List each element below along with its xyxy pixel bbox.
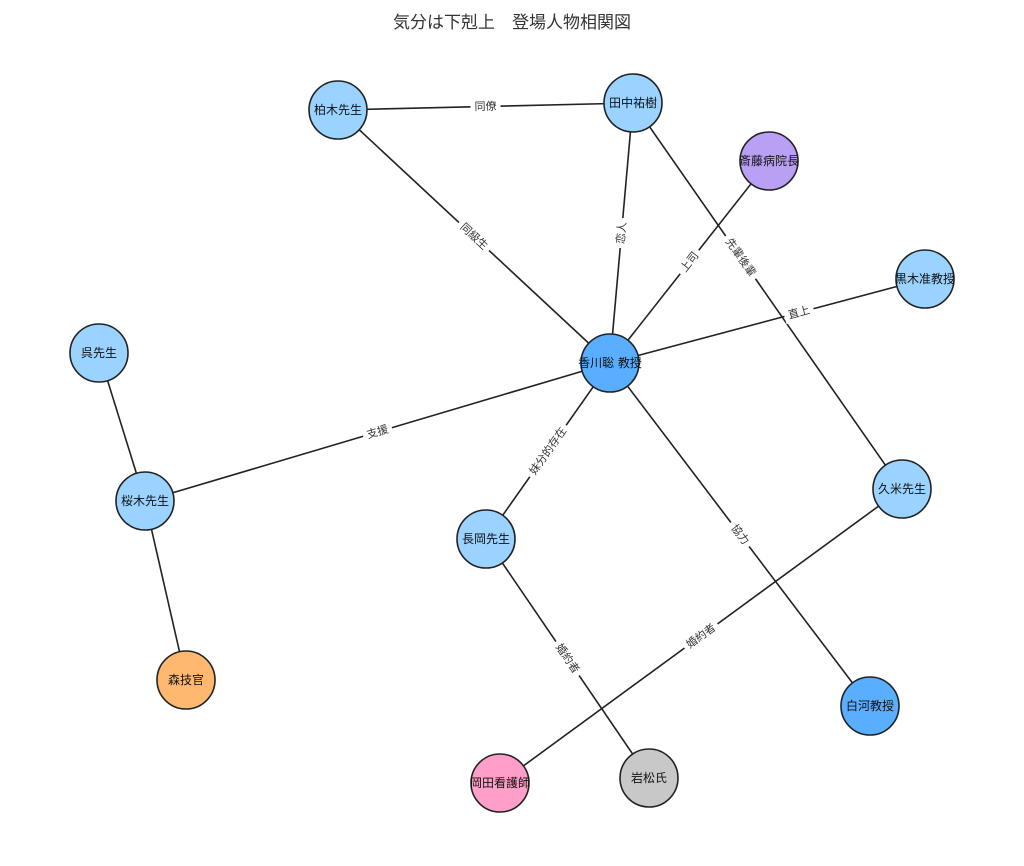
diagram-title: 気分は下剋上 登場人物相関図	[393, 13, 631, 33]
node-label: 斎藤病院長	[739, 153, 799, 168]
edge-label-background	[549, 637, 586, 680]
edge-label-background	[679, 617, 723, 655]
node-sakuragi[interactable]: 桜木先生	[115, 471, 175, 531]
node-iwamatsu[interactable]: 岩松氏	[619, 748, 679, 808]
node-circle[interactable]	[115, 471, 175, 531]
node-label: 香川聡 教授	[578, 355, 642, 370]
edge-label-text: 婚約者	[553, 641, 583, 676]
edge-label: 直上	[782, 301, 816, 325]
edge-label-text: 直上	[786, 303, 811, 322]
edge-label-background	[673, 245, 706, 279]
node-label: 森技官	[168, 672, 204, 687]
node-circle[interactable]	[456, 509, 516, 569]
node-circle[interactable]	[872, 459, 932, 519]
edge-label-background	[523, 420, 573, 482]
node-kashiwagi[interactable]: 柏木先生	[308, 80, 368, 140]
edge-label: 同僚	[470, 98, 501, 115]
node-label: 久米先生	[878, 482, 926, 496]
edge-label-background	[360, 420, 395, 444]
edge-label-text: 先輩後輩	[723, 235, 760, 279]
edge-label-background	[719, 231, 763, 284]
edge-label: 婚約者	[549, 637, 586, 680]
node-kume[interactable]: 久米先生	[872, 459, 932, 519]
edge-label: 婚約者	[679, 617, 723, 655]
node-circle[interactable]	[603, 73, 663, 133]
edges-layer	[98, 102, 926, 784]
node-label: 白河教授	[846, 698, 894, 713]
node-label: 呉先生	[81, 346, 117, 360]
edge-label-background	[470, 98, 501, 115]
node-kure[interactable]: 呉先生	[69, 323, 129, 383]
node-circle[interactable]	[69, 323, 129, 383]
edge-label: 支援	[360, 420, 395, 444]
edge-label-text: 支援	[365, 422, 390, 442]
edge-label: 同級生	[453, 216, 495, 257]
node-label: 岡田看護師	[470, 775, 530, 790]
node-label: 桜木先生	[121, 494, 169, 508]
edge-label-text: 同僚	[474, 100, 496, 114]
node-mori[interactable]: 森技官	[156, 650, 216, 710]
edge-label-text: 妹分的存在	[526, 424, 569, 477]
node-circle[interactable]	[156, 650, 216, 710]
node-circle[interactable]	[308, 80, 368, 140]
node-circle[interactable]	[840, 676, 900, 736]
node-kagawa[interactable]: 香川聡 教授	[578, 333, 642, 393]
node-kuroki[interactable]: 黒木准教授	[895, 249, 955, 309]
node-nagaoka[interactable]: 長岡先生	[456, 509, 516, 569]
edge-label-text: 恋人	[613, 221, 629, 244]
edge-label: 先輩後輩	[719, 231, 763, 284]
edge-label-background	[453, 216, 495, 257]
node-circle[interactable]	[580, 333, 640, 393]
node-circle[interactable]	[895, 249, 955, 309]
edge-label: 上司	[673, 245, 706, 279]
edge-label-background	[612, 217, 631, 249]
node-circle[interactable]	[739, 131, 799, 191]
node-circle[interactable]	[619, 748, 679, 808]
node-tanaka[interactable]: 田中祐樹	[603, 73, 663, 133]
edge-label: 妹分的存在	[523, 420, 573, 482]
node-label: 黒木准教授	[895, 271, 955, 286]
node-label: 田中祐樹	[609, 95, 657, 110]
edge-label: 恋人	[612, 217, 631, 249]
edge-label: 協力	[724, 517, 756, 552]
node-label: 長岡先生	[462, 532, 510, 546]
edge-labels-layer: 同僚同級生恋人上司先輩後輩直上支援妹分的存在協力婚約者婚約者	[360, 98, 816, 680]
node-saito[interactable]: 斎藤病院長	[739, 131, 799, 191]
node-label: 柏木先生	[314, 102, 362, 117]
edge-kagawa-kuroki	[609, 278, 926, 364]
node-shirakawa[interactable]: 白河教授	[840, 676, 900, 736]
node-circle[interactable]	[470, 753, 530, 813]
edge-label-background	[782, 301, 816, 325]
edge-tanaka-kume	[632, 102, 903, 490]
edge-sakuragi-mori	[144, 500, 187, 681]
node-label: 岩松氏	[631, 770, 667, 785]
node-okada[interactable]: 岡田看護師	[470, 753, 530, 813]
edge-label-background	[724, 517, 756, 552]
